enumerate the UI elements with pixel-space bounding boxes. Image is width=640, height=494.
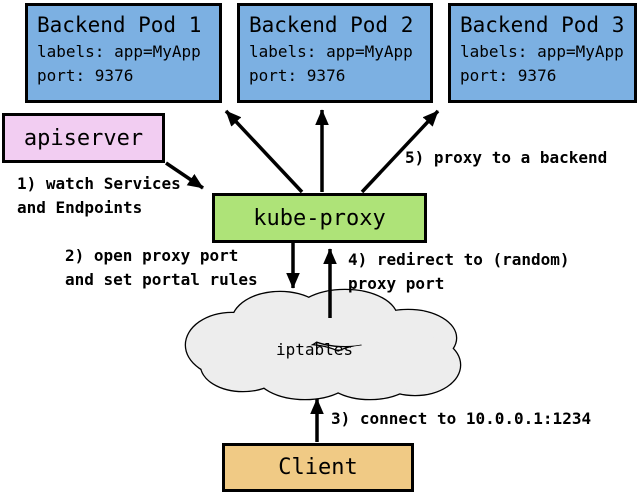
apiserver-box: apiserver xyxy=(2,113,165,163)
annotation-step3: 3) connect to 10.0.0.1:1234 xyxy=(331,409,592,428)
backend-pod-2-labels: labels: app=MyApp xyxy=(249,42,413,61)
backend-pod-2-port: port: 9376 xyxy=(249,66,346,85)
backend-pod-2-box: Backend Pod 2 labels: app=MyApp port: 93… xyxy=(237,3,433,103)
annotation-step5: 5) proxy to a backend xyxy=(405,148,608,167)
backend-pod-3-port: port: 9376 xyxy=(460,66,557,85)
backend-pod-3-labels: labels: app=MyApp xyxy=(460,42,624,61)
client-label: Client xyxy=(278,455,358,480)
backend-pod-1-box: Backend Pod 1 labels: app=MyApp port: 93… xyxy=(25,3,222,103)
arrow-step5-kube-proxy-to-pod1 xyxy=(224,109,304,194)
backend-pod-1-title: Backend Pod 1 xyxy=(37,13,202,37)
backend-pod-3-box: Backend Pod 3 labels: app=MyApp port: 93… xyxy=(448,3,637,103)
arrow-step1-apiserver-to-kube-proxy xyxy=(165,161,204,190)
client-box: Client xyxy=(222,443,414,492)
kube-proxy-label: kube-proxy xyxy=(253,205,386,231)
iptables-cloud-shape xyxy=(184,288,462,401)
backend-pod-2-title: Backend Pod 2 xyxy=(249,13,414,37)
arrow-step5-kube-proxy-to-pod3 xyxy=(360,109,440,194)
kube-proxy-box: kube-proxy xyxy=(212,193,427,243)
annotation-step1: 1) watch Services and Endpoints xyxy=(17,174,181,217)
backend-pod-1-labels: labels: app=MyApp xyxy=(37,42,201,61)
apiserver-label: apiserver xyxy=(23,125,144,151)
backend-pod-3-title: Backend Pod 3 xyxy=(460,13,625,37)
annotation-step4: 4) redirect to (random) proxy port xyxy=(348,250,570,293)
annotation-step2: 2) open proxy port and set portal rules xyxy=(65,246,258,289)
backend-pod-1-port: port: 9376 xyxy=(37,66,134,85)
iptables-label: iptables xyxy=(276,340,354,359)
